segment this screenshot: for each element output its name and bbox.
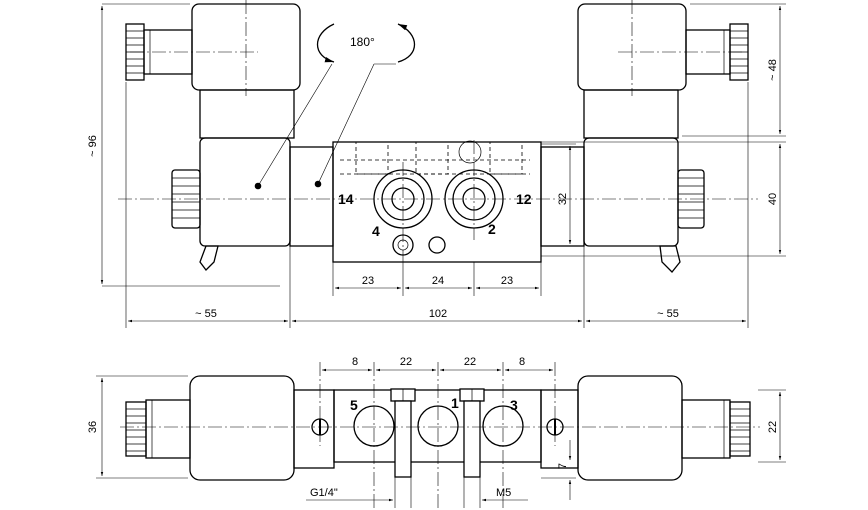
dim-width-body: 102 [429,308,447,320]
port-5-label: 5 [350,397,358,413]
rotation-label: 180° [350,35,375,49]
valve-body-side [311,388,564,478]
bottom-view: 5 1 3 8 22 22 8 36 22 7 G1/4" M [87,356,786,508]
valve-body-top [332,140,585,263]
dim-seg-mid: 24 [432,275,444,287]
dim-width-left-coil: ~ 55 [195,308,217,320]
port-4-label: 4 [372,223,380,239]
left-coil-body [171,89,334,271]
left-coil-side [125,375,335,481]
dim-top-c: 22 [464,356,476,368]
dim-depth: 7 [557,463,569,469]
dim-width-right-coil: ~ 55 [657,308,679,320]
port-2-label: 2 [488,221,496,237]
dim-top-d: 8 [519,356,525,368]
dim-side-height-body: 22 [767,421,779,433]
port-3-label: 3 [510,397,518,413]
dim-height-total: ~ 96 [87,135,99,157]
left-coil-head [125,3,301,91]
thread-m5-label: M5 [496,487,511,499]
dim-seg-right: 23 [501,275,513,287]
dim-port-spacing: 32 [557,193,569,205]
dim-top-b: 22 [400,356,412,368]
port-1-label: 1 [451,395,459,411]
dim-top-a: 8 [352,356,358,368]
dim-seg-left: 23 [362,275,374,287]
dim-height-body: 40 [767,193,779,205]
port-14-label: 14 [338,191,354,207]
port-12-label: 12 [516,191,532,207]
thread-g14-label: G1/4" [310,487,338,499]
right-coil-side [540,375,751,481]
dim-side-height-total: 36 [87,421,99,433]
right-coil-head [577,3,749,91]
right-coil-body [583,89,705,273]
top-view: 180° 14 12 4 2 ~ 96 ~ 48 40 32 [87,0,786,328]
dim-height-coil: ~ 48 [767,59,779,81]
